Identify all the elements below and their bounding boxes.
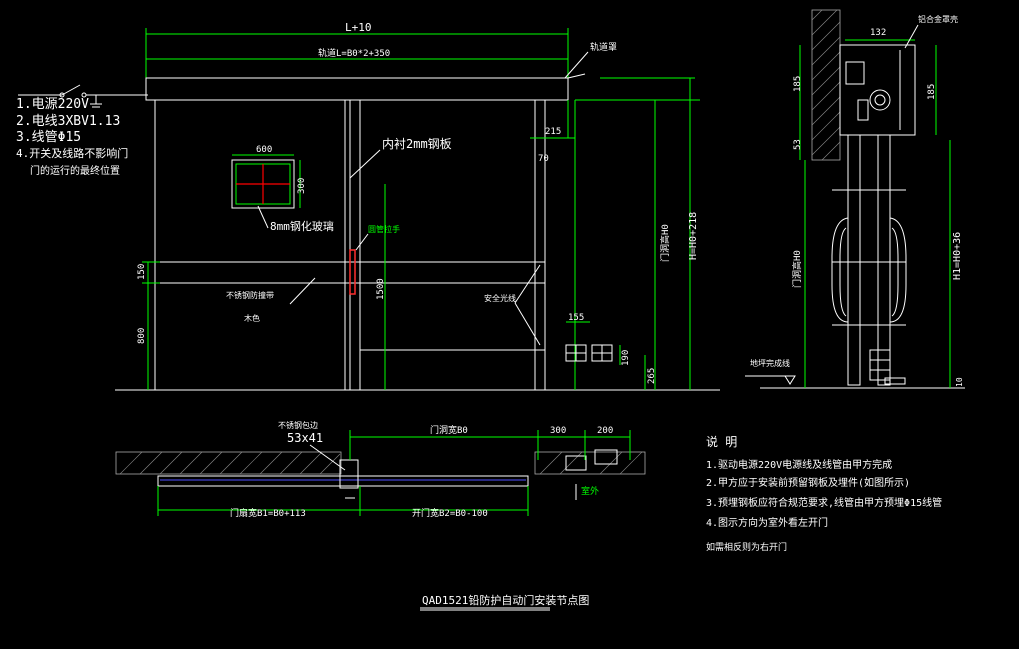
- wall-hatch: [811, 9, 841, 161]
- power-note-5: 门的运行的最终位置: [30, 164, 120, 177]
- dim-h-218: H=H0+218: [688, 212, 699, 260]
- dim-53: 53: [793, 139, 803, 150]
- drawing-title: QAD1521铅防护自动门安装节点图: [422, 593, 589, 607]
- rail-housing: [145, 77, 569, 101]
- dim-b2: 开门宽B2=B0-100: [412, 507, 488, 519]
- plan-door-width: 门洞宽B0: [430, 424, 468, 436]
- dim-185-left: 185: [793, 76, 803, 92]
- plan-view: 不锈钢包边 53x41 门洞宽B0 300 200 室外 门扇宽B1=B0+11…: [115, 420, 646, 519]
- inner-panel-label: 内衬2mm钢板: [382, 137, 452, 151]
- left-power-notes: 1.电源220V 2.电线3XBV1.13 3.线管Φ15 4.开关及线路不影响…: [16, 84, 148, 177]
- dim-215: 215: [545, 127, 561, 137]
- corner-label: 不锈钢包边: [278, 420, 318, 430]
- dim-265: 265: [647, 368, 657, 384]
- front-elevation: L+10 轨道L=B0*2+350 轨道罩 600 300 8mm钢化玻璃: [115, 21, 720, 391]
- power-note-4: 4.开关及线路不影响门: [16, 146, 128, 160]
- strip-label: 不锈钢防撞带: [226, 290, 274, 300]
- handle-label: 圆管拉手: [368, 224, 400, 234]
- plan-wall-left: [115, 451, 342, 475]
- dim-10: 10: [955, 377, 964, 387]
- notes-title: 说 明: [706, 434, 737, 449]
- notes-block: 说 明 1.驱动电源220V电源线及线管由甲方完成 2.甲方应于安装前预留钢板及…: [706, 434, 942, 553]
- plan-wall-hatch: [119, 451, 643, 475]
- corner-size: 53x41: [287, 431, 323, 445]
- wall-section: [811, 9, 841, 161]
- dim-185-right: 185: [927, 84, 937, 100]
- dim-155: 155: [568, 313, 584, 323]
- dim-rail-length: 轨道L=B0*2+350: [318, 47, 390, 59]
- rail-cover-label: 轨道罩: [590, 41, 617, 53]
- plan-dim-300: 300: [550, 426, 566, 436]
- notes-line-5: 如需相反则为右开门: [706, 541, 787, 553]
- level-marker-icon: [784, 375, 796, 385]
- dim-132: 132: [870, 28, 886, 38]
- side-section: 132 铝合金罩壳 185 185 53 地坪完成线 门洞高H0 H1: [745, 9, 965, 389]
- floor-label: 地坪完成线: [750, 358, 790, 368]
- power-note-1: 1.电源220V: [16, 97, 89, 112]
- dim-70: 70: [538, 154, 549, 164]
- observation-window: [231, 159, 295, 209]
- housing-label: 铝合金罩壳: [918, 14, 958, 24]
- dim-l-plus-10: L+10: [345, 21, 372, 34]
- dim-h1-36: H1=H0+36: [952, 232, 963, 280]
- dim-1500: 1500: [376, 278, 386, 300]
- dim-800: 800: [137, 328, 147, 344]
- notes-line-3: 3.预埋钢板应符合规范要求,线管由甲方预埋Φ15线管: [706, 496, 942, 509]
- drawing-title-block: QAD1521铅防护自动门安装节点图: [420, 593, 589, 611]
- section-door-height: 门洞高H0: [791, 250, 803, 288]
- power-note-2: 2.电线3XBV1.13: [16, 114, 120, 129]
- wood-label: 木色: [244, 313, 260, 323]
- notes-line-2: 2.甲方应于安装前预留钢板及埋件(如图所示): [706, 476, 910, 489]
- switch-symbol-icon: [18, 84, 148, 108]
- notes-line-4: 4.图示方向为室外看左开门: [706, 516, 828, 529]
- dim-b1: 门扇宽B1=B0+113: [230, 507, 306, 519]
- door-leaf-left: [154, 99, 351, 391]
- outside-label: 室外: [581, 485, 599, 497]
- dim-door-height: 门洞高H0: [659, 224, 671, 262]
- glass-label: 8mm钢化玻璃: [270, 219, 334, 233]
- notes-line-1: 1.驱动电源220V电源线及线管由甲方完成: [706, 458, 892, 471]
- plan-wall-right: [534, 451, 646, 475]
- dim-window-height: 300: [297, 178, 307, 194]
- dim-190: 190: [621, 350, 631, 366]
- plan-dim-200: 200: [597, 426, 613, 436]
- power-note-3: 3.线管Φ15: [16, 130, 81, 145]
- dim-window-width: 600: [256, 145, 272, 155]
- dim-150: 150: [137, 264, 147, 280]
- plan-door-leaf: [157, 475, 529, 487]
- safety-label: 安全光线: [484, 293, 516, 303]
- pull-handle: [349, 249, 356, 295]
